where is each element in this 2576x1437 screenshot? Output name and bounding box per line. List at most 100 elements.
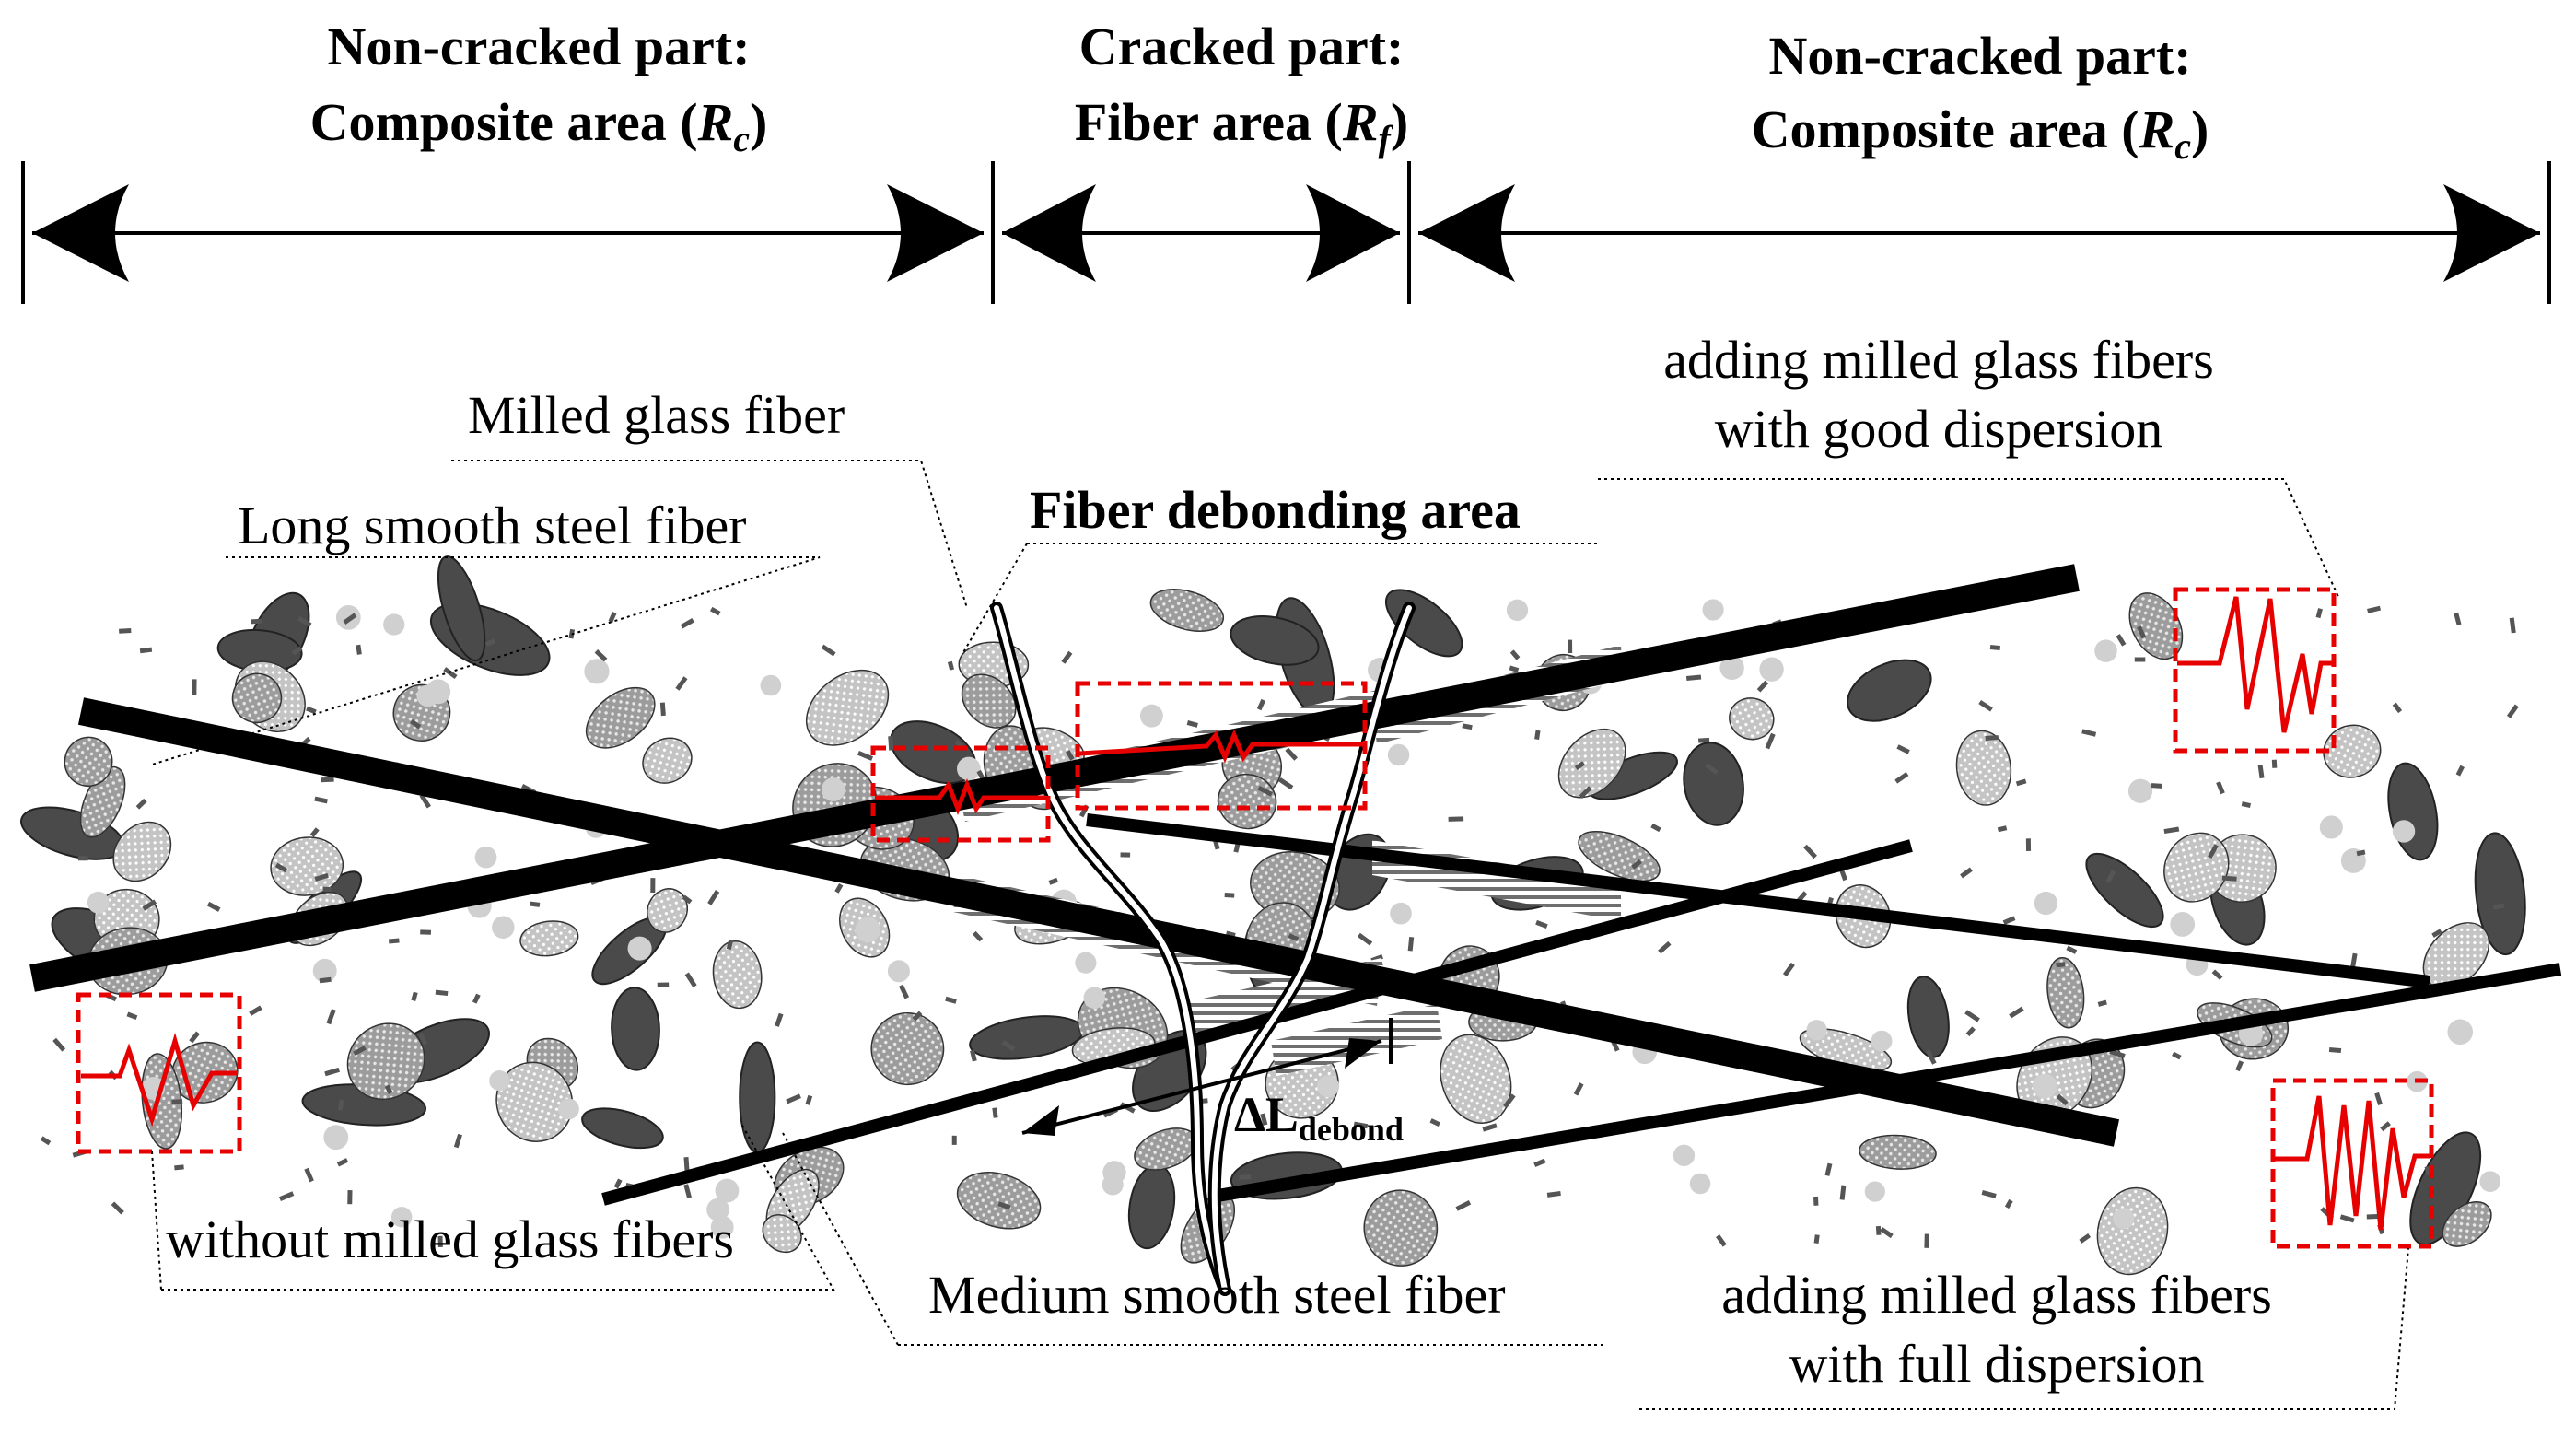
fine-aggregate bbox=[870, 1012, 945, 1086]
long-steel-fiber-2 bbox=[77, 697, 2120, 1147]
milled-glass-fiber bbox=[1658, 940, 1672, 954]
milled-glass-fiber bbox=[1546, 1190, 1561, 1198]
milled-glass-fiber bbox=[1066, 750, 1075, 761]
milled-glass-fiber bbox=[683, 1157, 690, 1172]
sand-particle bbox=[492, 916, 515, 939]
milled-glass-fiber bbox=[1631, 859, 1642, 870]
header-left: Non-cracked part: Composite area (Rc) bbox=[310, 17, 768, 159]
milled-glass-fiber bbox=[297, 615, 312, 627]
milled-glass-fiber bbox=[2367, 605, 2382, 613]
signal-box-debond-small bbox=[870, 745, 1051, 843]
label-good-dispersion-line2: with good dispersion bbox=[1715, 399, 2163, 459]
sand-particle bbox=[1689, 1173, 1711, 1195]
milled-glass-fiber bbox=[2257, 765, 2265, 779]
milled-glass-fiber bbox=[2492, 903, 2505, 910]
milled-glass-fiber bbox=[2235, 1060, 2244, 1072]
milled-glass-fiber bbox=[319, 976, 332, 984]
sand-particle bbox=[1702, 599, 1724, 621]
milled-glass-fiber bbox=[2424, 1165, 2431, 1176]
sand-particle bbox=[1864, 1181, 1885, 1202]
milled-glass-fiber bbox=[2392, 702, 2403, 714]
milled-glass-fiber bbox=[2009, 1006, 2024, 1019]
label-milled-glass-fiber: Milled glass fiber bbox=[468, 385, 845, 445]
sand-particle bbox=[416, 684, 439, 707]
medium-steel-fiber-2 bbox=[601, 839, 1913, 1206]
coarse-aggregate bbox=[1847, 659, 1932, 722]
milled-glass-fiber bbox=[1239, 1174, 1252, 1180]
sand-particle bbox=[1387, 743, 1410, 766]
milled-glass-fiber bbox=[1875, 1225, 1882, 1235]
sand-particle bbox=[1075, 952, 1097, 974]
coarse-aggregate bbox=[969, 1015, 1085, 1060]
milled-glass-fiber bbox=[2349, 952, 2358, 969]
milled-glass-fiber bbox=[2066, 945, 2078, 954]
milled-glass-fiber bbox=[1981, 1190, 1997, 1198]
header-middle: Cracked part: Fiber area (Rf) bbox=[1075, 17, 1408, 159]
milled-glass-fiber bbox=[1256, 698, 1266, 711]
milled-glass-fiber bbox=[1574, 761, 1585, 771]
milled-glass-fiber bbox=[418, 1032, 428, 1046]
delta-l-label: ΔLdebond bbox=[1234, 1087, 1404, 1148]
milled-glass-fiber bbox=[1782, 962, 1795, 977]
sand-particle bbox=[1719, 655, 1744, 681]
label-good-dispersion-line1: adding milled glass fibers bbox=[1663, 330, 2214, 390]
fine-aggregate bbox=[1440, 1034, 1512, 1125]
milled-glass-fiber bbox=[251, 618, 262, 625]
sand-particle bbox=[821, 777, 845, 801]
fine-aggregate bbox=[2096, 1186, 2169, 1276]
milled-glass-fiber bbox=[1285, 747, 1299, 761]
milled-glass-fiber bbox=[1534, 730, 1541, 741]
milled-glass-fiber bbox=[206, 901, 221, 912]
header-right-line2: Composite area (Rc) bbox=[1752, 99, 2209, 167]
milled-glass-fiber bbox=[2056, 962, 2066, 968]
milled-glass-fiber bbox=[1001, 1040, 1016, 1052]
crack bbox=[990, 602, 1416, 1296]
milled-glass-fiber bbox=[2211, 969, 2223, 980]
coarse-aggregate bbox=[1127, 1163, 1176, 1250]
milled-glass-fiber bbox=[2315, 608, 2323, 619]
milled-glass-fiber bbox=[1186, 720, 1198, 728]
milled-glass-fiber bbox=[857, 751, 874, 761]
milled-glass-fiber bbox=[2116, 634, 2127, 647]
sand-particle bbox=[1806, 1020, 1827, 1041]
milled-glass-fiber bbox=[2137, 625, 2147, 639]
milled-glass-fiber bbox=[443, 667, 458, 680]
label-without-milled-glass-fibers: without milled glass fibers bbox=[166, 1209, 734, 1269]
sand-particle bbox=[584, 659, 610, 684]
milled-glass-fiber bbox=[2506, 704, 2519, 718]
milled-glass-fiber bbox=[945, 996, 957, 1004]
milled-glass-fiber bbox=[388, 938, 400, 944]
milled-glass-fiber bbox=[135, 798, 147, 810]
sand-particle bbox=[2392, 820, 2416, 843]
milled-glass-fiber bbox=[805, 1094, 813, 1105]
milled-glass-fiber bbox=[1357, 932, 1373, 946]
sand-particle bbox=[383, 613, 405, 636]
milled-glass-fiber bbox=[411, 991, 418, 1001]
milled-glass-fiber bbox=[126, 1011, 138, 1021]
fine-aggregate bbox=[642, 737, 693, 784]
milled-glass-fiber bbox=[1839, 1185, 1847, 1200]
coarse-aggregate bbox=[2409, 1131, 2482, 1246]
sand-particle bbox=[1871, 1030, 1893, 1052]
milled-glass-fiber bbox=[1803, 844, 1817, 859]
milled-glass-fiber bbox=[594, 649, 608, 662]
milled-glass-fiber bbox=[1407, 937, 1415, 952]
milled-glass-fiber bbox=[291, 646, 303, 656]
milled-glass-fiber bbox=[2216, 781, 2225, 795]
fine-aggregate bbox=[956, 1172, 1042, 1230]
sand-particle bbox=[957, 756, 981, 781]
fine-aggregate bbox=[961, 673, 1017, 729]
milled-glass-fiber bbox=[336, 1158, 349, 1167]
milled-glass-fiber bbox=[1225, 930, 1236, 938]
coarse-aggregate bbox=[1683, 742, 1744, 826]
signal-box-without-milled bbox=[76, 992, 242, 1154]
milled-glass-fiber bbox=[1224, 892, 1235, 898]
milled-glass-fiber bbox=[899, 984, 910, 999]
milled-glass-fiber bbox=[337, 1099, 344, 1112]
milled-glass-fiber bbox=[2172, 1051, 2182, 1060]
milled-glass-fiber bbox=[2380, 1121, 2391, 1132]
sand-particle bbox=[2319, 815, 2343, 839]
fine-aggregate bbox=[270, 836, 344, 896]
milled-glass-fiber bbox=[356, 644, 362, 655]
leader-lines bbox=[151, 460, 2409, 1410]
